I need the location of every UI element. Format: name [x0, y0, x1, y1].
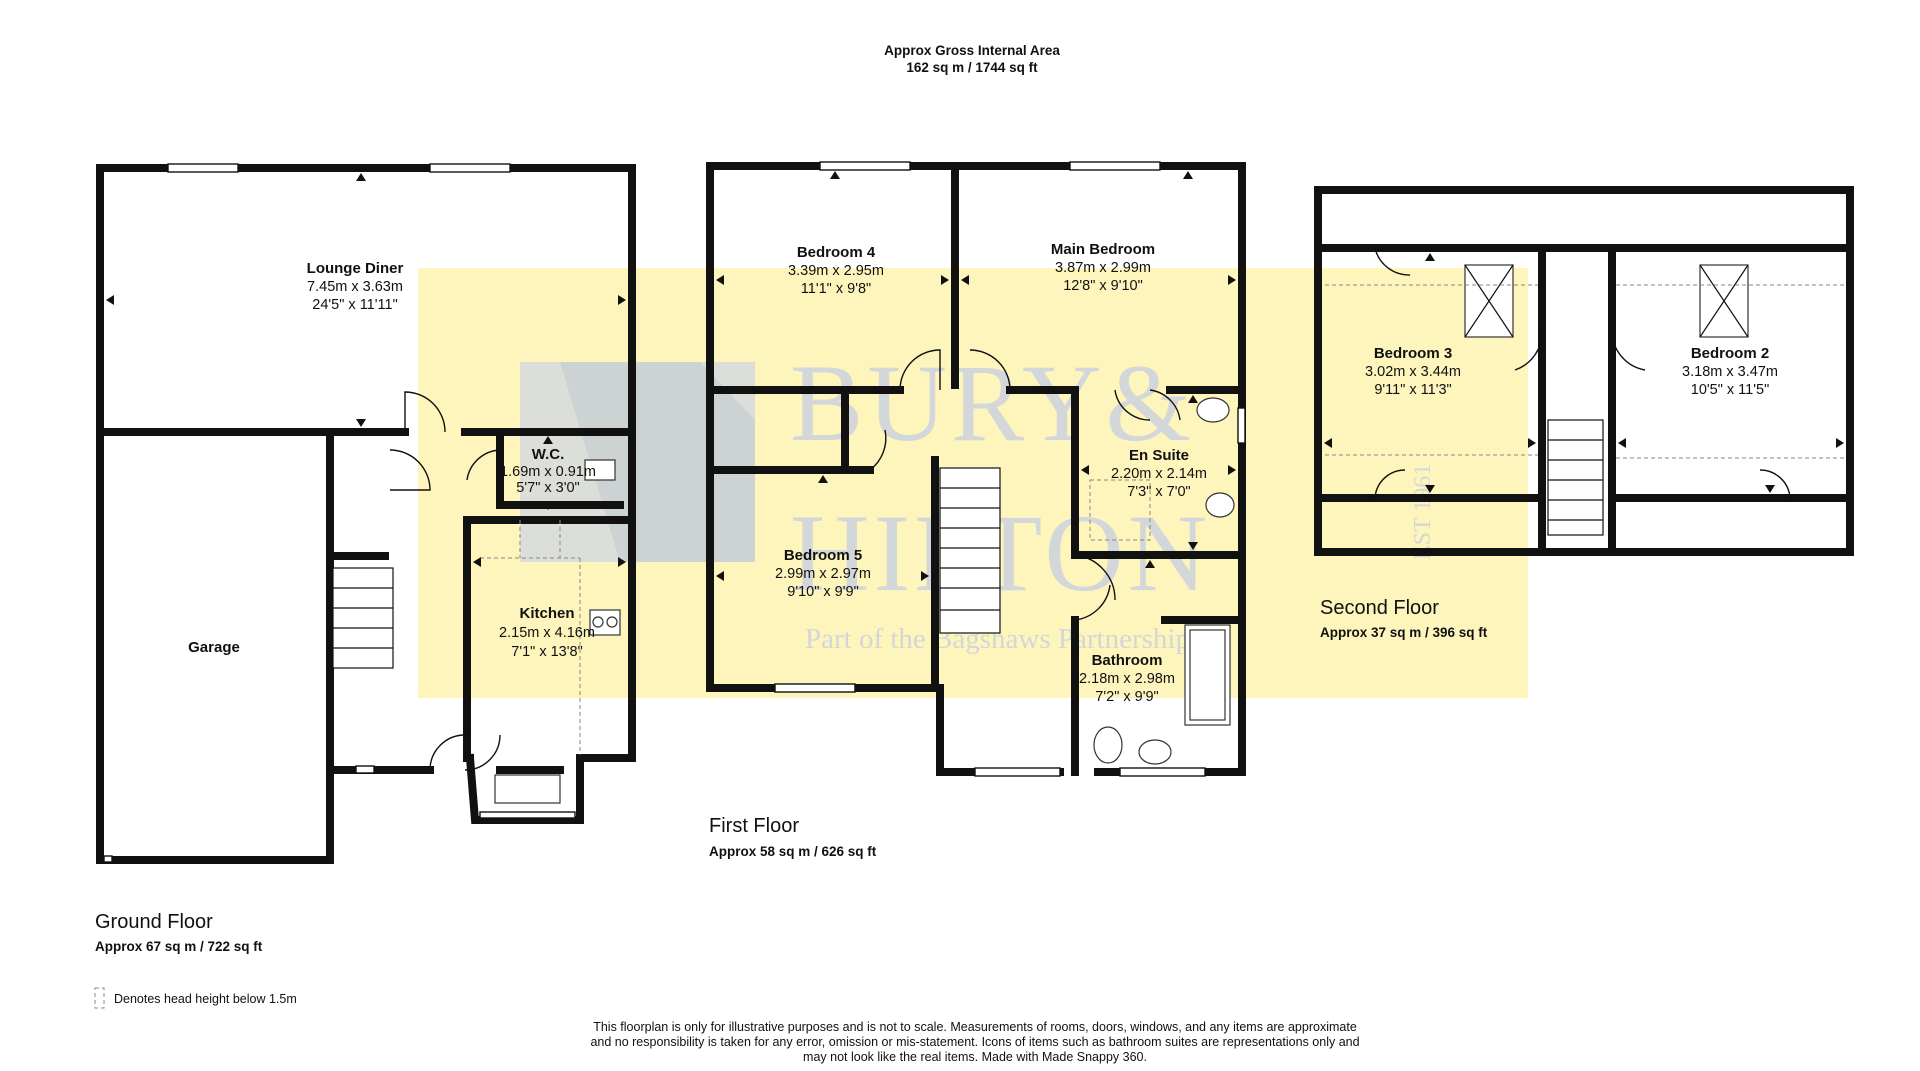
second-floor-label: Second Floor	[1320, 597, 1439, 619]
second-floor-area: Approx 37 sq m / 396 sq ft	[1320, 625, 1488, 640]
room-kitchen: Kitchen 2.15m x 4.16m 7'1" x 13'8"	[499, 605, 595, 660]
disclaimer-line-1: This floorplan is only for illustrative …	[593, 1020, 1357, 1034]
room-imperial: 7'2" x 9'9"	[1095, 689, 1158, 705]
ground-floor-plan	[96, 163, 636, 864]
gross-area-value: 162 sq m / 1744 sq ft	[906, 60, 1038, 75]
disclaimer-line-3: may not look like the real items. Made w…	[803, 1050, 1147, 1064]
room-imperial: 7'1" x 13'8"	[511, 644, 582, 660]
watermark-brand-line1: BURY&	[790, 342, 1195, 464]
room-imperial: 5'7" x 3'0"	[516, 480, 579, 496]
room-metric: 1.69m x 0.91m	[500, 464, 596, 480]
room-bedroom-5: Bedroom 5 2.99m x 2.97m 9'10" x 9'9"	[775, 547, 871, 600]
room-metric: 7.45m x 3.63m	[307, 279, 403, 295]
room-en-suite: En Suite 2.20m x 2.14m 7'3" x 7'0"	[1111, 447, 1207, 500]
room-name: En Suite	[1129, 447, 1189, 464]
room-name: Bedroom 3	[1374, 345, 1452, 362]
disclaimer-line-2: and no responsibility is taken for any e…	[590, 1035, 1359, 1049]
room-name: Bathroom	[1092, 652, 1163, 669]
first-floor-area: Approx 58 sq m / 626 sq ft	[709, 844, 877, 859]
room-imperial: 9'10" x 9'9"	[787, 584, 858, 600]
room-bedroom-4: Bedroom 4 3.39m x 2.95m 11'1" x 9'8"	[788, 244, 884, 297]
room-imperial: 9'11" x 11'3"	[1374, 382, 1451, 398]
second-floor-plan	[1314, 186, 1854, 556]
room-name: Main Bedroom	[1051, 241, 1155, 258]
first-floor-plan	[706, 161, 1246, 777]
room-imperial: 10'5" x 11'5"	[1691, 382, 1769, 398]
room-name: Bedroom 4	[797, 244, 876, 261]
room-bedroom-3: Bedroom 3 3.02m x 3.44m 9'11" x 11'3"	[1365, 345, 1461, 398]
room-name: Bedroom 5	[784, 547, 862, 564]
disclaimer: This floorplan is only for illustrative …	[590, 1020, 1359, 1064]
low-head-height-swatch	[94, 987, 105, 1009]
legend-text: Denotes head height below 1.5m	[114, 992, 297, 1006]
room-metric: 2.15m x 4.16m	[499, 625, 595, 641]
room-metric: 3.02m x 3.44m	[1365, 364, 1461, 380]
room-name: W.C.	[532, 446, 565, 463]
room-metric: 2.18m x 2.98m	[1079, 671, 1175, 687]
first-floor-label: First Floor	[709, 815, 799, 837]
room-name: Kitchen	[519, 605, 574, 622]
watermark-est: EST 1961	[1410, 464, 1436, 560]
room-imperial: 24'5" x 11'11"	[312, 297, 397, 313]
ground-floor-area: Approx 67 sq m / 722 sq ft	[95, 939, 263, 954]
room-metric: 3.87m x 2.99m	[1055, 260, 1151, 276]
room-name: Lounge Diner	[307, 260, 404, 277]
room-bathroom: Bathroom 2.18m x 2.98m 7'2" x 9'9"	[1079, 652, 1175, 705]
room-imperial: 12'8" x 9'10"	[1063, 278, 1143, 294]
room-garage: Garage	[188, 639, 240, 656]
room-metric: 3.18m x 3.47m	[1682, 364, 1778, 380]
room-metric: 3.39m x 2.95m	[788, 263, 884, 279]
room-imperial: 11'1" x 9'8"	[801, 281, 871, 297]
room-bedroom-2: Bedroom 2 3.18m x 3.47m 10'5" x 11'5"	[1682, 345, 1778, 398]
room-name: Garage	[188, 639, 240, 656]
room-name: Bedroom 2	[1691, 345, 1769, 362]
room-wc: W.C. 1.69m x 0.91m 5'7" x 3'0"	[500, 446, 596, 496]
room-lounge-diner: Lounge Diner 7.45m x 3.63m 24'5" x 11'11…	[307, 260, 404, 313]
ground-floor-label: Ground Floor	[95, 911, 213, 933]
room-main-bedroom: Main Bedroom 3.87m x 2.99m 12'8" x 9'10"	[1051, 241, 1155, 294]
legend: Denotes head height below 1.5m	[94, 987, 297, 1009]
room-imperial: 7'3" x 7'0"	[1127, 484, 1190, 500]
room-metric: 2.20m x 2.14m	[1111, 466, 1207, 482]
room-metric: 2.99m x 2.97m	[775, 566, 871, 582]
gross-area-title: Approx Gross Internal Area	[884, 43, 1060, 58]
